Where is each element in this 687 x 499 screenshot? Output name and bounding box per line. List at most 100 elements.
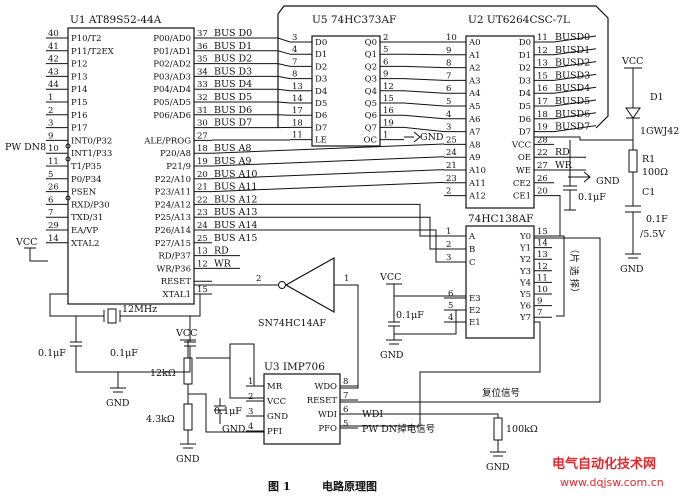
reset-signal-label: 复位信号 bbox=[482, 387, 520, 399]
r1-label: R1 bbox=[642, 154, 655, 165]
u5-right-pin-number: 5 bbox=[383, 45, 388, 55]
u3-left-pin-number: 2 bbox=[248, 392, 253, 402]
r-12k-label: 12kΩ bbox=[150, 368, 176, 379]
u1-right-pin-name: P20/A8 bbox=[160, 149, 191, 159]
crystal-wires bbox=[49, 293, 201, 317]
d1-symbol bbox=[625, 107, 641, 119]
u5-right-pin-number: 15 bbox=[383, 94, 394, 104]
u2-right-pin-name: OE bbox=[518, 153, 531, 163]
u2-right-pin-number: 16 bbox=[537, 84, 548, 94]
u5-left-pin-name: D4 bbox=[315, 87, 327, 97]
u3-right-pin-number: 7 bbox=[343, 391, 348, 401]
inverter-triangle bbox=[284, 256, 335, 314]
sram-vcc-wire bbox=[534, 136, 633, 141]
u2-left-pin-number: 9 bbox=[446, 46, 451, 56]
u2-left-pin-number: 5 bbox=[446, 97, 451, 107]
bus-wire bbox=[212, 216, 444, 250]
u138-left-pin-name: A bbox=[468, 232, 476, 242]
figure-title: 电路原理图 bbox=[322, 479, 377, 493]
u1-right-pin-number: 15 bbox=[197, 285, 208, 295]
inverter-pin-in: 1 bbox=[344, 274, 349, 284]
u2-left-pin-name: A3 bbox=[468, 76, 481, 86]
bus-wire bbox=[403, 114, 445, 120]
divider-gnd-label: GND bbox=[176, 454, 200, 465]
u138-left-pin-name: E1 bbox=[469, 318, 481, 328]
u2-left-pin-number: 8 bbox=[446, 59, 451, 69]
u5-right-pin-number: 19 bbox=[383, 118, 394, 128]
u2-left-pin-name: A2 bbox=[468, 64, 481, 74]
u2-right-pin-number: 22 bbox=[537, 148, 548, 158]
u5-left-pin-name: D3 bbox=[315, 75, 327, 85]
bus-wire bbox=[212, 50, 291, 55]
bus-wire bbox=[403, 53, 445, 56]
u2-gnd-arrow bbox=[568, 171, 591, 183]
u5-right-pin-number: 6 bbox=[383, 57, 388, 67]
u2-left-pin-name: A0 bbox=[468, 38, 481, 48]
u2-left-pin-number: 6 bbox=[446, 84, 451, 94]
u1-right-pin-number: 18 bbox=[197, 144, 208, 154]
u2-net-label: BUSD5 bbox=[555, 96, 590, 107]
u2-right-pin-number: 15 bbox=[537, 71, 548, 81]
u3-right-pin-number: 5 bbox=[343, 419, 348, 429]
u1-left-pin-number: 40 bbox=[48, 29, 59, 39]
u3-left-pin-name: MR bbox=[267, 382, 283, 392]
divider-network: VCC 12kΩ 4.3kΩ GND 0.1μF bbox=[146, 328, 264, 465]
u2-right-pin-name: VCC bbox=[511, 140, 531, 150]
u138-left-pin-name: E3 bbox=[469, 294, 481, 304]
u2-left-pin-number: 3 bbox=[446, 123, 451, 133]
pfi-wire bbox=[188, 393, 264, 433]
u2-left-pin-name: A1 bbox=[468, 51, 481, 61]
bus-wire bbox=[211, 156, 445, 167]
u1-left-pin-number: 41 bbox=[48, 42, 59, 52]
u1-left-pin-number: 44 bbox=[48, 80, 59, 90]
u1-left-pin-number: 1 bbox=[48, 93, 53, 103]
u5-left-pin-name: D0 bbox=[315, 38, 327, 48]
u2-left-pin-name: A4 bbox=[468, 89, 481, 99]
u138-vcc-label: VCC bbox=[379, 272, 401, 283]
u2-left-pin-number: 2 bbox=[446, 187, 451, 197]
u5-left-pin-name: D2 bbox=[315, 62, 327, 72]
bus-wire bbox=[403, 102, 445, 107]
u2-left-pin-name: A8 bbox=[468, 140, 481, 150]
u138-left-pin-number: 2 bbox=[446, 240, 451, 250]
u138-gnd-label: GND bbox=[380, 350, 404, 361]
u1-net-label: BUS D2 bbox=[214, 54, 252, 65]
u2-left-pin-number: 23 bbox=[446, 174, 457, 184]
u138-left-pin-number: 1 bbox=[446, 227, 451, 237]
u1-net-label: BUS D0 bbox=[214, 28, 252, 39]
u1-right-pin-name: P22/A10 bbox=[155, 175, 191, 185]
u3-left-pin-number: 4 bbox=[248, 422, 253, 432]
u2-right-pin-name: D5 bbox=[519, 102, 531, 112]
u1-left-pin-number: 3 bbox=[48, 119, 53, 129]
divider-vcc-label: VCC bbox=[175, 328, 197, 339]
backup-vcc-label: VCC bbox=[621, 56, 643, 67]
u2-right-pin-name: CE1 bbox=[513, 192, 531, 202]
u1-right-pin-name: ALE/PROG bbox=[143, 136, 191, 146]
u1-right-pin-number: 36 bbox=[197, 42, 208, 52]
bus-wire bbox=[553, 125, 597, 133]
bus-wire bbox=[403, 65, 445, 69]
u1-net-label: BUS D1 bbox=[214, 41, 252, 52]
xtal-gnd-symbol bbox=[110, 372, 126, 393]
u1-left-pin-name: T1/P35 bbox=[71, 162, 101, 172]
u1-left-pin-number: 43 bbox=[48, 67, 59, 77]
u5-right-pin-number: 1 bbox=[383, 131, 388, 141]
u2-right-pin-number: 19 bbox=[537, 123, 548, 133]
backup-vcc-wire bbox=[624, 67, 642, 108]
u3-left-pin-name: VCC bbox=[266, 397, 286, 407]
u1-left-pin-name: EA/VP bbox=[71, 226, 98, 236]
bus-wire bbox=[212, 37, 291, 43]
u1-left-pin-name: INT0/P32 bbox=[71, 136, 112, 146]
u1-left-pin-number: 5 bbox=[48, 170, 53, 180]
u5-right-pin-name: Q1 bbox=[365, 50, 377, 60]
u1-left-pin-name: P12 bbox=[71, 60, 88, 70]
r1-symbol bbox=[628, 149, 638, 173]
bus-wire bbox=[211, 143, 445, 154]
u1-left-pin-number: 29 bbox=[48, 221, 59, 231]
u1-net-label: BUS A9 bbox=[214, 156, 251, 167]
u3-left-pin-number: 1 bbox=[248, 377, 253, 387]
inverter-bubble bbox=[278, 281, 286, 289]
